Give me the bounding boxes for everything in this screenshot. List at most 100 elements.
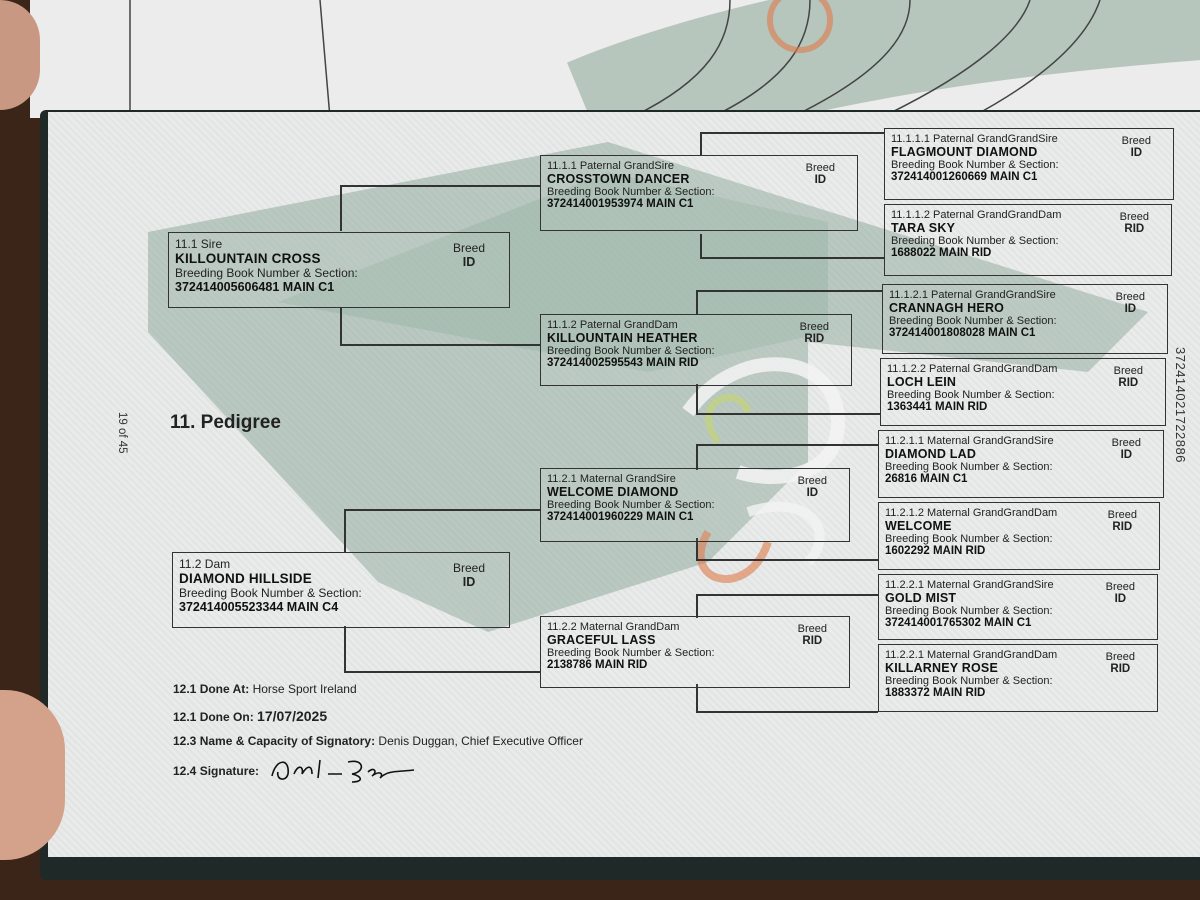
maternal-grandsire-box: 11.2.1 Maternal GrandSire WELCOME DIAMON… xyxy=(540,468,850,542)
pedigree-page: 19 of 45 11. Pedigree 372414021722886 xyxy=(48,112,1200,857)
ggs1-name: FLAGMOUNT DIAMOND xyxy=(891,145,1038,159)
breed-value: RID xyxy=(804,333,825,345)
sire-box: 11.1 Sire KILLOUNTAIN CROSS Breeding Boo… xyxy=(168,232,510,308)
ggs1-number: 372414001260669 MAIN C1 xyxy=(891,171,1038,183)
breed-value: ID xyxy=(814,174,827,186)
sire-label: 11.1 Sire xyxy=(175,237,223,251)
ggd2-label: 11.1.2.2 Paternal GrandGrandDam xyxy=(887,363,1058,375)
ggs4-label: 11.2.2.1 Maternal GrandGrandSire xyxy=(885,579,1054,591)
ggd2-number: 1363441 MAIN RID xyxy=(887,401,988,413)
ggd2-name: LOCH LEIN xyxy=(887,375,957,389)
ggd3-number: 1602292 MAIN RID xyxy=(885,545,986,557)
maternal-great-granddam-2-box: 11.2.2.1 Maternal GrandGrandDam KILLARNE… xyxy=(878,644,1158,712)
breed-label: Breed xyxy=(1115,291,1145,303)
breed-value: RID xyxy=(1124,223,1145,235)
dam-number: 372414005523344 MAIN C4 xyxy=(179,600,339,614)
ggd2-bb-label: Breeding Book Number & Section: xyxy=(887,389,1055,401)
maternal-granddam-box: 11.2.2 Maternal GrandDam GRACEFUL LASS B… xyxy=(540,616,850,688)
breed-value: ID xyxy=(1130,147,1143,159)
ggs2-bb-label: Breeding Book Number & Section: xyxy=(889,315,1057,327)
breed-value: RID xyxy=(1110,663,1131,675)
thumb-bottom xyxy=(0,690,65,860)
breed-label: Breed xyxy=(1113,365,1143,377)
signature-row: 12.4 Signature: xyxy=(173,764,259,778)
passport-number-vertical: 372414021722886 xyxy=(1173,347,1188,463)
p-gsire-bb-label: Breeding Book Number & Section: xyxy=(547,186,715,198)
done-at-row: 12.1 Done At: Horse Sport Ireland xyxy=(173,682,357,696)
dam-bb-label: Breeding Book Number & Section: xyxy=(179,586,362,600)
m-gsire-bb-label: Breeding Book Number & Section: xyxy=(547,499,715,511)
dam-name: DIAMOND HILLSIDE xyxy=(179,571,312,586)
done-on-row: 12.1 Done On: 17/07/2025 xyxy=(173,708,327,724)
ggs3-name: DIAMOND LAD xyxy=(885,447,977,461)
paternal-great-granddam-1-box: 11.1.1.2 Paternal GrandGrandDam TARA SKY… xyxy=(884,204,1172,276)
ggd1-bb-label: Breeding Book Number & Section: xyxy=(891,235,1059,247)
ggd4-label: 11.2.2.1 Maternal GrandGrandDam xyxy=(885,649,1058,661)
maternal-great-grandsire-2-box: 11.2.2.1 Maternal GrandGrandSire GOLD MI… xyxy=(878,574,1158,640)
sire-name: KILLOUNTAIN CROSS xyxy=(175,251,321,266)
m-gsire-number: 372414001960229 MAIN C1 xyxy=(547,511,694,523)
breed-label: Breed xyxy=(452,241,485,255)
previous-page-edge xyxy=(30,0,1200,118)
ggd4-number: 1883372 MAIN RID xyxy=(885,687,986,699)
done-on-label: 12.1 Done On: xyxy=(173,710,254,724)
breed-label: Breed xyxy=(799,321,829,333)
ggs3-bb-label: Breeding Book Number & Section: xyxy=(885,461,1053,473)
m-gsire-name: WELCOME DIAMOND xyxy=(547,485,679,499)
ggs4-number: 372414001765302 MAIN C1 xyxy=(885,617,1032,629)
sire-number: 372414005606481 MAIN C1 xyxy=(175,280,335,294)
breed-value: ID xyxy=(1114,593,1127,605)
ggs2-name: CRANNAGH HERO xyxy=(889,301,1005,315)
dam-label: 11.2 Dam xyxy=(179,557,231,571)
paternal-great-grandsire-1-box: 11.1.1.1 Paternal GrandGrandSire FLAGMOU… xyxy=(884,128,1174,200)
breed-label: Breed xyxy=(797,475,827,487)
ggd4-bb-label: Breeding Book Number & Section: xyxy=(885,675,1053,687)
breed-label: Breed xyxy=(1121,135,1151,147)
ggd3-label: 11.2.1.2 Maternal GrandGrandDam xyxy=(885,507,1058,519)
breed-label: Breed xyxy=(1105,651,1135,663)
ggd4-name: KILLARNEY ROSE xyxy=(885,661,998,675)
ggs4-bb-label: Breeding Book Number & Section: xyxy=(885,605,1053,617)
breed-label: Breed xyxy=(1107,509,1137,521)
m-gdam-label: 11.2.2 Maternal GrandDam xyxy=(547,621,680,633)
maternal-great-granddam-1-box: 11.2.1.2 Maternal GrandGrandDam WELCOME … xyxy=(878,502,1160,570)
ggd1-label: 11.1.1.2 Paternal GrandGrandDam xyxy=(891,209,1062,221)
breed-value: ID xyxy=(462,255,476,269)
dam-box: 11.2 Dam DIAMOND HILLSIDE Breeding Book … xyxy=(172,552,510,628)
p-gdam-bb-label: Breeding Book Number & Section: xyxy=(547,345,715,357)
handwritten-signature xyxy=(271,759,415,783)
ggd1-number: 1688022 MAIN RID xyxy=(891,247,992,259)
ggs1-label: 11.1.1.1 Paternal GrandGrandSire xyxy=(891,133,1058,145)
thumb-top xyxy=(0,0,40,110)
breed-label: Breed xyxy=(805,162,835,174)
signatory-row: 12.3 Name & Capacity of Signatory: Denis… xyxy=(173,734,583,748)
paternal-grandsire-box: 11.1.1 Paternal GrandSire CROSSTOWN DANC… xyxy=(540,155,858,231)
m-gdam-name: GRACEFUL LASS xyxy=(547,633,656,647)
paternal-great-granddam-2-box: 11.1.2.2 Paternal GrandGrandDam LOCH LEI… xyxy=(880,358,1166,426)
m-gdam-bb-label: Breeding Book Number & Section: xyxy=(547,647,715,659)
done-on-value: 17/07/2025 xyxy=(257,708,328,724)
breed-value: ID xyxy=(806,487,819,499)
ggs3-label: 11.2.1.1 Maternal GrandGrandSire xyxy=(885,435,1054,447)
m-gsire-label: 11.2.1 Maternal GrandSire xyxy=(547,473,676,485)
breed-value: ID xyxy=(462,575,476,589)
p-gdam-number: 372414002595543 MAIN RID xyxy=(547,357,699,369)
paternal-great-grandsire-2-box: 11.1.2.1 Paternal GrandGrandSire CRANNAG… xyxy=(882,284,1168,354)
breed-value: ID xyxy=(1120,449,1133,461)
breed-value: RID xyxy=(802,635,823,647)
breed-label: Breed xyxy=(452,561,485,575)
ggd3-bb-label: Breeding Book Number & Section: xyxy=(885,533,1053,545)
ggs1-bb-label: Breeding Book Number & Section: xyxy=(891,159,1059,171)
sire-bb-label: Breeding Book Number & Section: xyxy=(175,266,358,280)
section-title: 11. Pedigree xyxy=(170,412,281,433)
